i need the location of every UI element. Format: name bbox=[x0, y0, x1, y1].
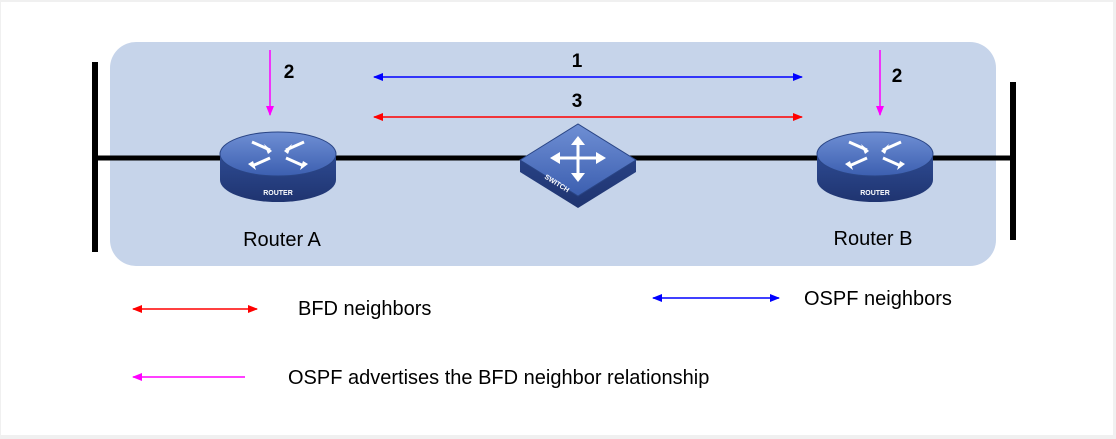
legend-advertise-text: OSPF advertises the BFD neighbor relatio… bbox=[288, 367, 709, 389]
advertise-step-label-b: 2 bbox=[892, 66, 903, 87]
advertise-step-label-a: 2 bbox=[284, 62, 295, 83]
router-b-icon-text: ROUTER bbox=[860, 190, 890, 197]
legend-bfd-text: BFD neighbors bbox=[298, 298, 431, 320]
router-b-icon: ROUTER bbox=[816, 131, 934, 202]
router-a-icon-text: ROUTER bbox=[263, 190, 293, 197]
bfd-step-label: 3 bbox=[572, 91, 583, 112]
switch-icon: SWITCH bbox=[519, 123, 637, 208]
router-b-name: Router B bbox=[834, 228, 913, 250]
ospf-step-label: 1 bbox=[572, 51, 583, 72]
legend-ospf-text: OSPF neighbors bbox=[804, 288, 952, 310]
router-a-icon: ROUTER bbox=[219, 131, 337, 202]
router-a-name: Router A bbox=[243, 229, 321, 251]
